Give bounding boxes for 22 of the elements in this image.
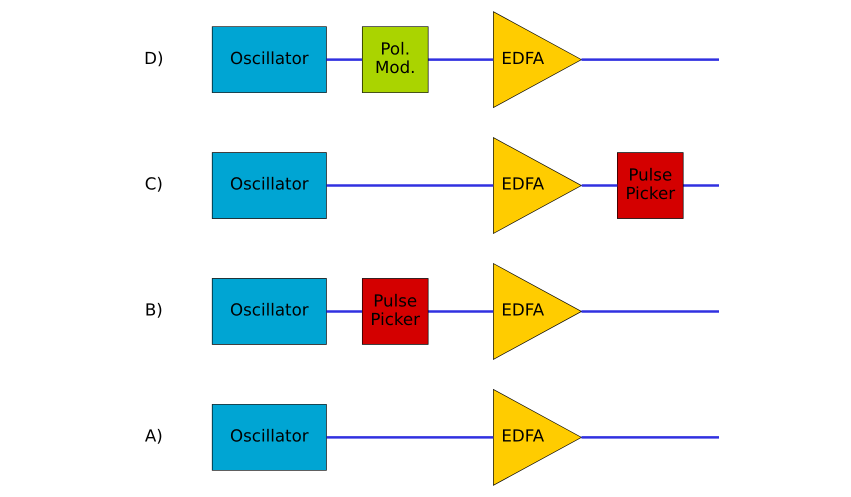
connector <box>326 58 362 61</box>
connector <box>581 436 719 439</box>
connector <box>684 184 720 187</box>
node-box: Oscillator <box>212 404 327 471</box>
label: B) <box>144 300 163 320</box>
connector <box>582 184 618 187</box>
connector <box>428 58 494 61</box>
connector <box>326 310 362 313</box>
connector <box>428 310 494 313</box>
label: C) <box>144 174 163 194</box>
connector <box>326 184 494 187</box>
node-box: Oscillator <box>212 278 327 345</box>
node-box: Pol. Mod. <box>362 26 428 93</box>
node-box: Pulse Picker <box>362 278 428 345</box>
label: A) <box>144 426 163 446</box>
connector <box>326 436 494 439</box>
node-box: Pulse Picker <box>617 152 684 219</box>
connector <box>581 58 719 61</box>
connector <box>581 310 719 313</box>
node-box: Oscillator <box>212 152 327 219</box>
label: D) <box>144 48 164 68</box>
node-box: Oscillator <box>212 26 327 93</box>
